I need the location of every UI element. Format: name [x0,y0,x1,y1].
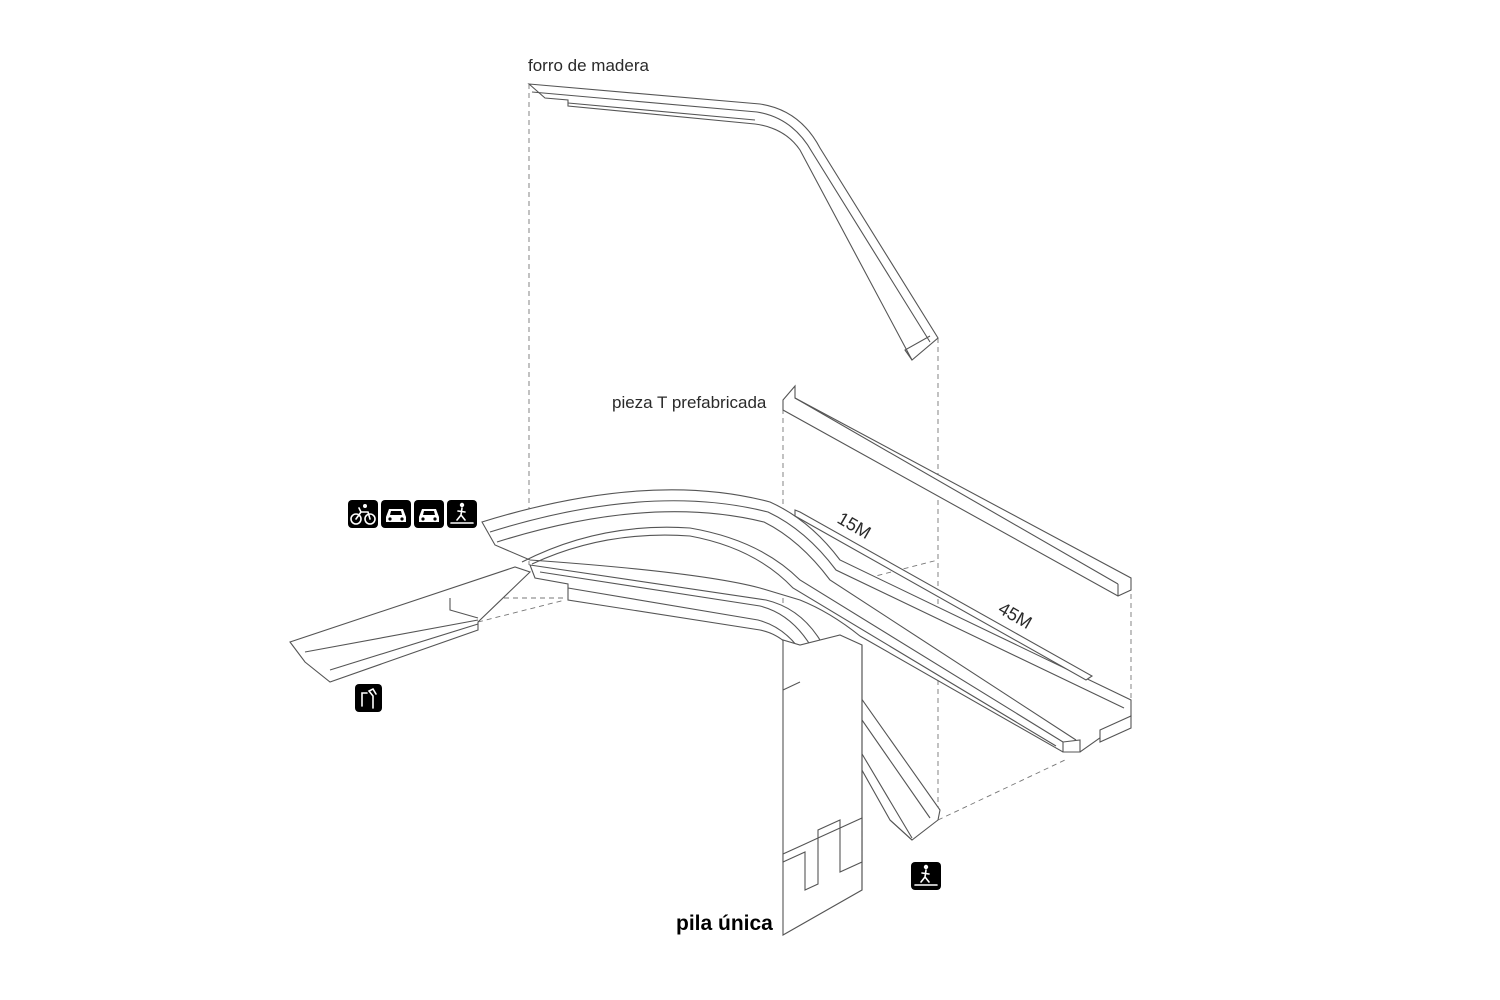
label-precast-t: pieza T prefabricada [612,393,767,412]
car-icon [381,500,411,528]
bridge-deck [481,489,1132,753]
precast-t-piece [782,384,1132,597]
pedestrian-icon [447,500,477,528]
turn-sign-icon [355,684,382,712]
label-single-pier: pila única [676,912,773,935]
label-wood-lining: forro de madera [528,56,649,75]
traffic-icon-group [348,500,477,528]
car-icon [414,500,444,528]
bicycle-icon [348,500,378,528]
single-pier [782,634,863,936]
wood-lining-piece [527,83,939,361]
pedestrian-icon [911,862,941,890]
left-approach [289,566,532,683]
